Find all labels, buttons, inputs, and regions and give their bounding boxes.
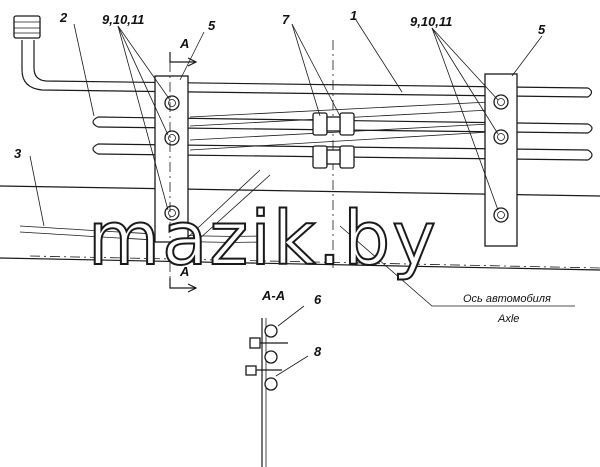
section-view-a-a: A-A 6 8 [245, 288, 322, 467]
section-cut-marks: A A [169, 36, 198, 293]
callout-5-left: 5 [208, 18, 216, 33]
callout-6: 6 [314, 292, 322, 307]
callout-9-10-11-right: 9,10,11 [410, 14, 452, 29]
callout-2: 2 [59, 10, 68, 25]
section-mark-bottom: A [179, 264, 189, 279]
callout-5-right: 5 [538, 22, 546, 37]
watermark-logo: mazik.by [88, 196, 438, 282]
section-mark-top: A [179, 36, 189, 51]
left-bracket [154, 75, 189, 243]
right-bracket [484, 73, 518, 247]
axle-center-line [29, 255, 600, 269]
axle-label-en: Axle [497, 313, 519, 325]
callout-3: 3 [14, 146, 22, 161]
section-view-title: A-A [261, 288, 285, 303]
pipe-fittings [312, 112, 355, 169]
axle-label-ru: Ось автомобиля [463, 293, 551, 305]
leader-lines [29, 19, 575, 307]
callout-7: 7 [282, 12, 290, 27]
callout-9-10-11-left: 9,10,11 [102, 12, 144, 27]
callout-8: 8 [314, 344, 322, 359]
callout-1: 1 [350, 8, 357, 23]
